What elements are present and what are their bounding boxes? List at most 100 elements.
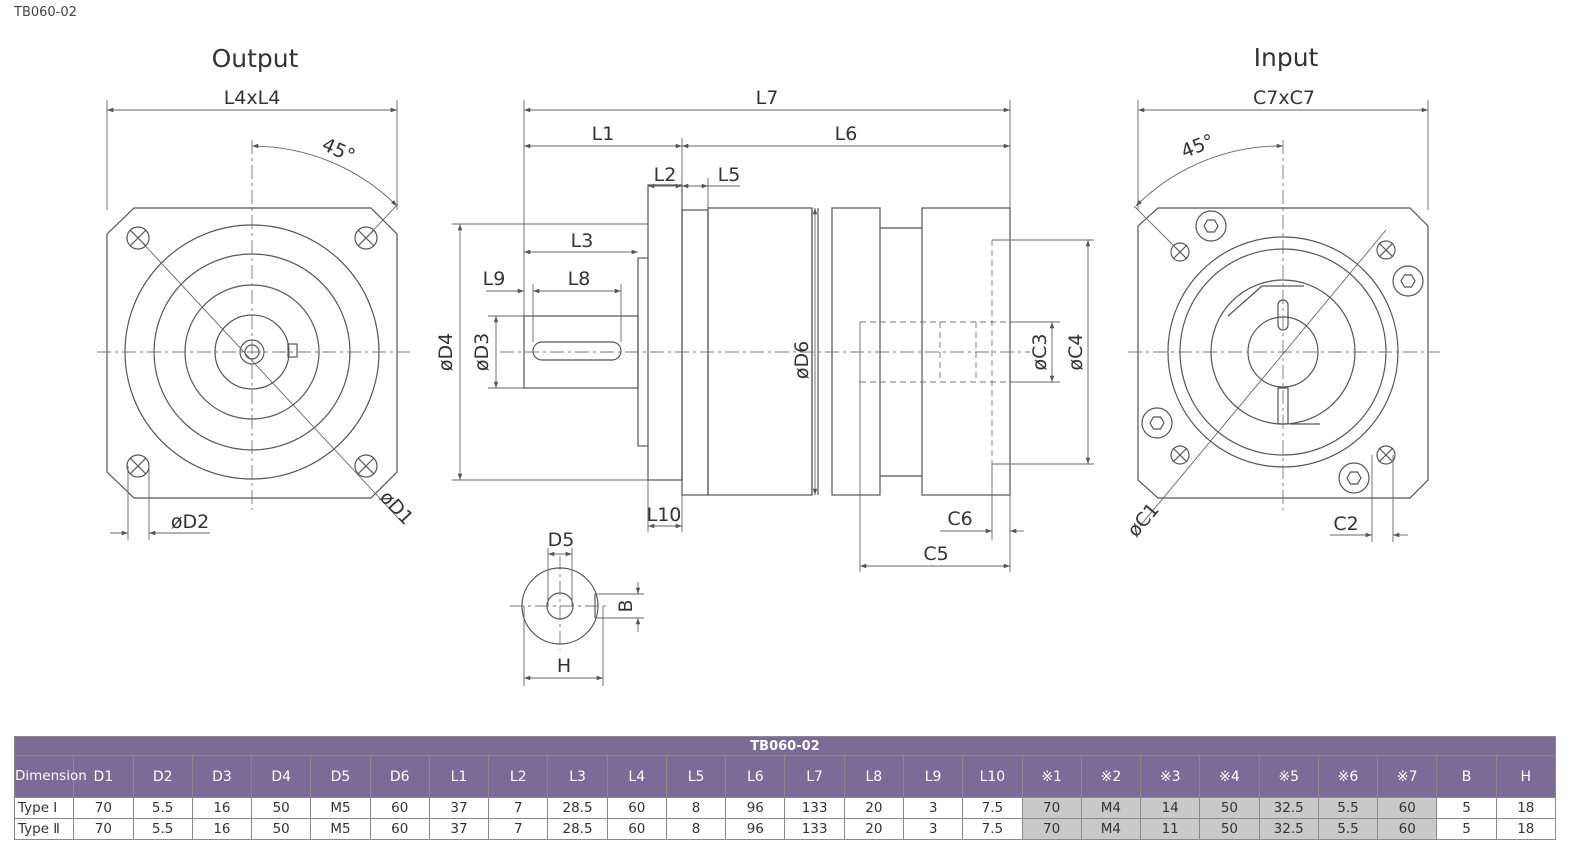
dim-l2: L2 [654, 164, 677, 186]
table-cell: 5 [1436, 797, 1497, 819]
dim-l10: L10 [647, 504, 682, 526]
header-l9: L9 [902, 755, 964, 798]
table-cell: 7.5 [962, 818, 1023, 840]
table-cell: 11 [1140, 818, 1201, 840]
header-b: B [1436, 755, 1497, 798]
row-label: Type Ⅱ [13, 818, 75, 840]
dim-d3: øD3 [471, 333, 493, 371]
header-d3: D3 [191, 755, 253, 798]
table-cell: 28.5 [547, 818, 608, 840]
table-cell: 5.5 [132, 797, 193, 819]
table-cell: 14 [1140, 797, 1201, 819]
dim-d1: øD1 [375, 486, 417, 529]
table-cell: 70 [73, 797, 134, 819]
table-cell: M4 [1080, 818, 1142, 840]
table-cell: 3 [902, 818, 964, 840]
table-cell: 18 [1495, 818, 1557, 840]
input-view: Input C7xC7 øC1 [1123, 43, 1440, 542]
table-cell: 8 [665, 818, 727, 840]
header-d5: D5 [310, 755, 371, 798]
table-cell: 7 [488, 797, 549, 819]
table-cell: 50 [251, 818, 312, 840]
table-cell: 60 [606, 797, 667, 819]
table-cell: M4 [1080, 797, 1142, 819]
header-d6: D6 [369, 755, 430, 798]
table-cell: M5 [310, 818, 371, 840]
table-cell: 60 [1377, 818, 1438, 840]
table-cell: 5 [1436, 818, 1497, 840]
header-l3: L3 [547, 755, 608, 798]
side-view: L7 L1 L6 L2 L5 L3 L9 L8 øD4 øD3 [435, 87, 1094, 572]
row-label: Type Ⅰ [13, 797, 75, 819]
table-cell: 50 [251, 797, 312, 819]
output-view: Output L4xL4 øD1 45° [97, 44, 418, 540]
table-cell: 50 [1199, 818, 1260, 840]
table-cell: M5 [310, 797, 371, 819]
output-heading: Output [212, 44, 299, 73]
header-d4: D4 [251, 755, 312, 798]
dim-c7xc7: C7xC7 [1253, 87, 1315, 109]
dim-d6: øD6 [791, 341, 813, 379]
table-cell: 133 [784, 797, 845, 819]
header-5: ※5 [1258, 755, 1319, 798]
table-cell: 8 [665, 797, 727, 819]
header-3: ※3 [1140, 755, 1201, 798]
header-1: ※1 [1021, 755, 1082, 798]
table-cell: 3 [902, 797, 964, 819]
header-h: H [1495, 755, 1557, 798]
table-cell: 37 [428, 797, 490, 819]
table-cell: 60 [369, 818, 430, 840]
header-2: ※2 [1080, 755, 1142, 798]
table-cell: 16 [191, 818, 253, 840]
table-cell: 20 [843, 797, 904, 819]
table-cell: 5.5 [132, 818, 193, 840]
table-cell: 70 [73, 818, 134, 840]
dim-l6: L6 [835, 123, 858, 145]
dim-c3: øC3 [1029, 334, 1051, 371]
table-cell: 60 [1377, 797, 1438, 819]
table-cell: 96 [725, 797, 786, 819]
table-cell: 96 [725, 818, 786, 840]
header-d2: D2 [132, 755, 193, 798]
table-cell: 70 [1021, 797, 1082, 819]
table-cell: 7.5 [962, 797, 1023, 819]
technical-drawing: Output L4xL4 øD1 45° [97, 43, 1440, 686]
header-l2: L2 [488, 755, 549, 798]
dim-c6: C6 [947, 508, 972, 530]
table-title: TB060-02 [14, 736, 1556, 756]
table-cell: 16 [191, 797, 253, 819]
dim-l5: L5 [718, 164, 741, 186]
table-cell: 60 [606, 818, 667, 840]
dim-l1: L1 [592, 123, 615, 145]
table-cell: 32.5 [1258, 797, 1319, 819]
table-cell: 50 [1199, 797, 1260, 819]
dim-l7: L7 [756, 87, 779, 109]
table-cell: 5.5 [1317, 818, 1379, 840]
header-l4: L4 [606, 755, 667, 798]
header-l5: L5 [665, 755, 727, 798]
table-cell: 32.5 [1258, 818, 1319, 840]
dim-d4: øD4 [435, 333, 457, 371]
header-7: ※7 [1377, 755, 1438, 798]
table-cell: 5.5 [1317, 797, 1379, 819]
header-l6: L6 [725, 755, 786, 798]
header-d1: D1 [73, 755, 134, 798]
table-cell: 37 [428, 818, 490, 840]
input-heading: Input [1254, 43, 1319, 72]
table-cell: 7 [488, 818, 549, 840]
dim-d2: øD2 [171, 511, 209, 533]
dim-l3: L3 [571, 230, 594, 252]
page-title: TB060-02 [14, 5, 77, 20]
header-4: ※4 [1199, 755, 1260, 798]
table-cell: 133 [784, 818, 845, 840]
dim-h: H [557, 655, 571, 677]
dim-l4xl4: L4xL4 [224, 87, 281, 109]
dim-b: B [615, 599, 637, 612]
header-dimension: Dimension [13, 755, 87, 798]
dim-d5: D5 [548, 529, 575, 551]
